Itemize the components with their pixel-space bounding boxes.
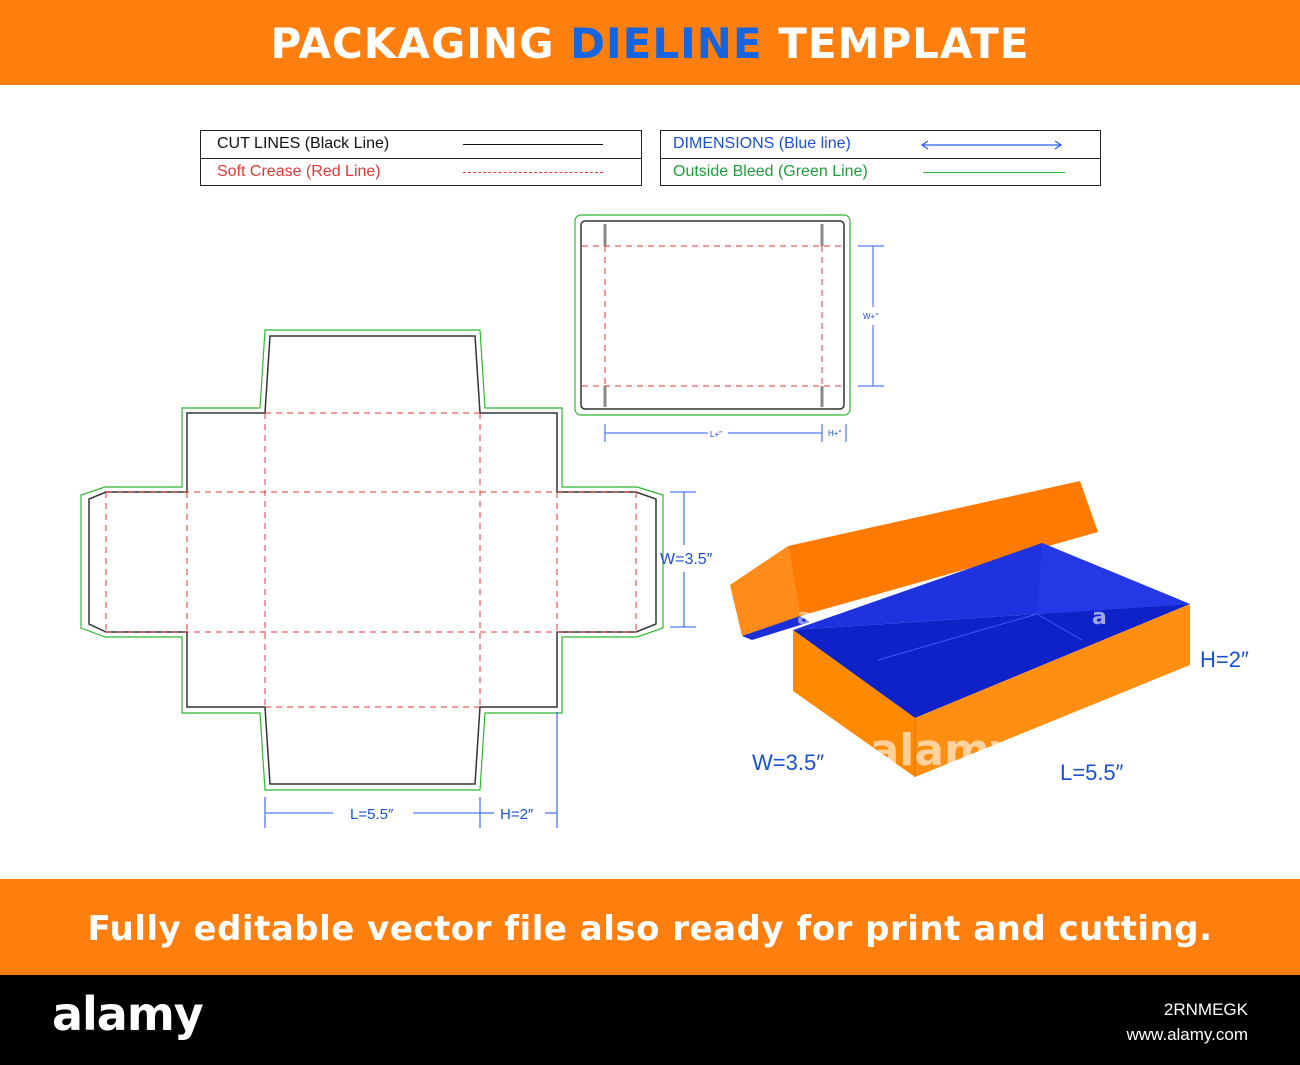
alamy-logo: alamy: [52, 987, 204, 1041]
crease-line-sample: [463, 172, 603, 173]
box-height-label: H=2″: [1200, 647, 1249, 672]
box-length-label: L=5.5″: [1060, 760, 1124, 785]
box-width-label: W=3.5″: [752, 750, 824, 775]
base-crease-lines: [105, 412, 637, 708]
lid-height-label: H+″: [828, 429, 841, 438]
lid-width-label: W+″: [863, 312, 878, 321]
footer-banner-text: Fully editable vector file also ready fo…: [87, 909, 1213, 949]
watermark-brand: alamy: [870, 725, 1019, 776]
width-dimension-label: W=3.5″: [660, 551, 713, 568]
title-part-packaging: PACKAGING: [270, 19, 555, 68]
height-dimension-label: H=2″: [500, 806, 534, 823]
header-banner: PACKAGING DIELINE TEMPLATE: [0, 0, 1300, 85]
dimension-arrow-sample: [920, 140, 1063, 150]
legend-row-dimension: DIMENSIONS (Blue line): [661, 131, 1100, 158]
legend-bleed-label: Outside Bleed (Green Line): [673, 163, 868, 180]
legend-row-bleed: Outside Bleed (Green Line): [661, 158, 1100, 186]
title-part-template: TEMPLATE: [778, 19, 1030, 68]
legend-dimension-label: DIMENSIONS (Blue line): [673, 135, 851, 152]
lid-corner-slots: [603, 224, 824, 407]
legend-cut-crease: CUT LINES (Black Line) Soft Crease (Red …: [200, 130, 642, 186]
lid-cut-outline: [580, 220, 845, 410]
box-lid-front: [730, 546, 800, 636]
base-dieline: W=3.5″ L=5.5″ H=2″: [80, 329, 713, 828]
image-id: 2RNMEGK: [1163, 1000, 1248, 1019]
stock-footer: alamy 2RNMEGK www.alamy.com: [0, 975, 1300, 1065]
box-inner-side: [1037, 543, 1190, 614]
lid-dieline: W+″ L+″ H+″: [574, 214, 884, 442]
watermark-mark: a: [797, 605, 812, 630]
lid-bleed-outline: [574, 214, 851, 416]
base-cut-outline: [88, 335, 657, 785]
legend-dimension-bleed: DIMENSIONS (Blue line) Outside Bleed (Gr…: [660, 130, 1101, 186]
legend-cut-label: CUT LINES (Black Line): [217, 135, 390, 152]
width-dimension: [670, 491, 696, 628]
length-height-dimension: [264, 712, 558, 828]
lid-crease-lines: [582, 245, 843, 387]
legend-crease-label: Soft Crease (Red Line): [217, 163, 381, 180]
bleed-line-sample: [923, 172, 1065, 173]
cut-line-sample: [463, 144, 603, 145]
box-wall-left: [793, 630, 915, 777]
watermark-mark-2: a: [1092, 605, 1107, 630]
base-bleed-outline: [80, 329, 664, 791]
site-url: www.alamy.com: [1126, 1025, 1248, 1044]
legend-row-cut: CUT LINES (Black Line): [201, 131, 641, 158]
box-lid-inner: [742, 616, 810, 640]
legend-row-crease: Soft Crease (Red Line): [201, 158, 641, 186]
footer-banner: Fully editable vector file also ready fo…: [0, 879, 1300, 975]
box-3d-illustration: W=3.5″ L=5.5″ H=2″: [730, 481, 1249, 785]
length-dimension-label: L=5.5″: [350, 806, 394, 823]
box-wall-front: [915, 604, 1190, 777]
lid-dimensions: [604, 245, 884, 442]
title-part-dieline: DIELINE: [570, 19, 763, 68]
lid-length-label: L+″: [710, 430, 722, 439]
box-inner-floor: [793, 604, 1190, 718]
box-lid-top: [788, 481, 1098, 616]
